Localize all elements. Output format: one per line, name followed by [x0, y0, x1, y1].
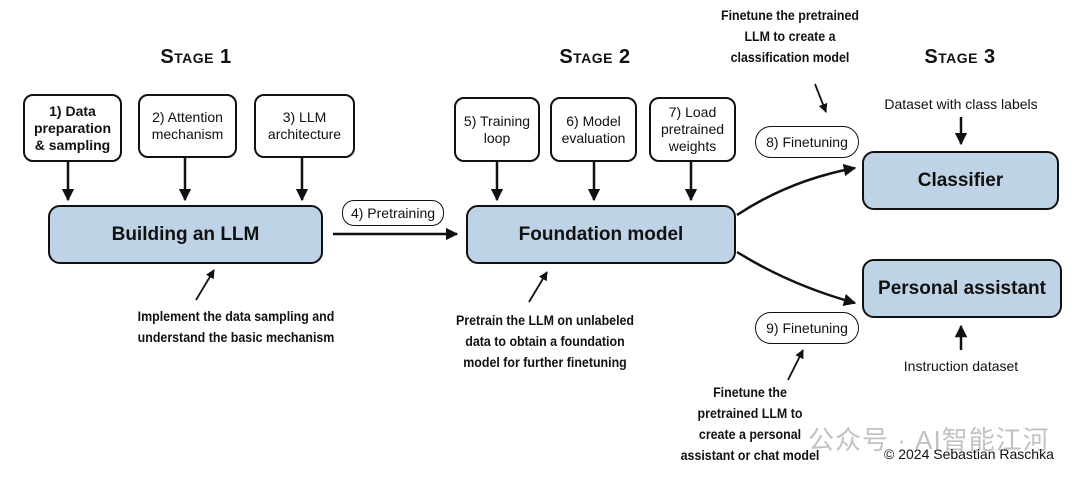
note-assistant-finetune: Finetune the pretrained LLM to create a …	[680, 385, 820, 463]
step-3-llm-architecture: 3) LLM architecture	[254, 94, 355, 158]
step-9-finetuning: 9) Finetuning	[755, 312, 859, 344]
arrow-to-assistant	[736, 250, 857, 307]
step-1-data-preparation: 1) Data preparation & sampling	[23, 94, 122, 162]
callout-finetune-9	[787, 349, 804, 381]
note-stage-1: Implement the data sampling and understa…	[137, 309, 335, 345]
step-5-training-loop: 5) Training loop	[454, 97, 540, 162]
step-2-attention-mechanism: 2) Attention mechanism	[138, 94, 237, 158]
node-building-llm: Building an LLM	[48, 205, 323, 264]
node-personal-assistant: Personal assistant	[862, 259, 1062, 318]
node-foundation-model: Foundation model	[466, 205, 736, 264]
node-classifier: Classifier	[862, 151, 1059, 210]
note-stage-2: Pretrain the LLM on unlabeled data to ob…	[455, 313, 635, 370]
callout-stage1	[195, 269, 215, 301]
watermark: 公众号 · AI智能江河	[808, 425, 1050, 455]
callout-finetune-8	[814, 83, 828, 113]
step-8-finetuning: 8) Finetuning	[755, 126, 859, 158]
arrow-to-classifier	[736, 163, 857, 217]
stage-2-heading: Stage 2	[559, 46, 631, 68]
stage-3-heading: Stage 3	[924, 46, 996, 68]
copyright-text: © 2024 Sebastian Raschka	[884, 446, 1054, 462]
stage-1-heading: Stage 1	[160, 46, 232, 68]
note-classification-finetune: Finetune the pretrained LLM to create a …	[720, 8, 860, 65]
label-instruction-dataset: Instruction dataset	[903, 358, 1019, 374]
callout-stage2	[528, 271, 548, 303]
step-7-load-pretrained-weights: 7) Load pretrained weights	[649, 97, 736, 162]
label-dataset-class-labels: Dataset with class labels	[884, 96, 1038, 112]
step-6-model-evaluation: 6) Model evaluation	[550, 97, 637, 162]
step-4-pretraining: 4) Pretraining	[342, 200, 444, 226]
